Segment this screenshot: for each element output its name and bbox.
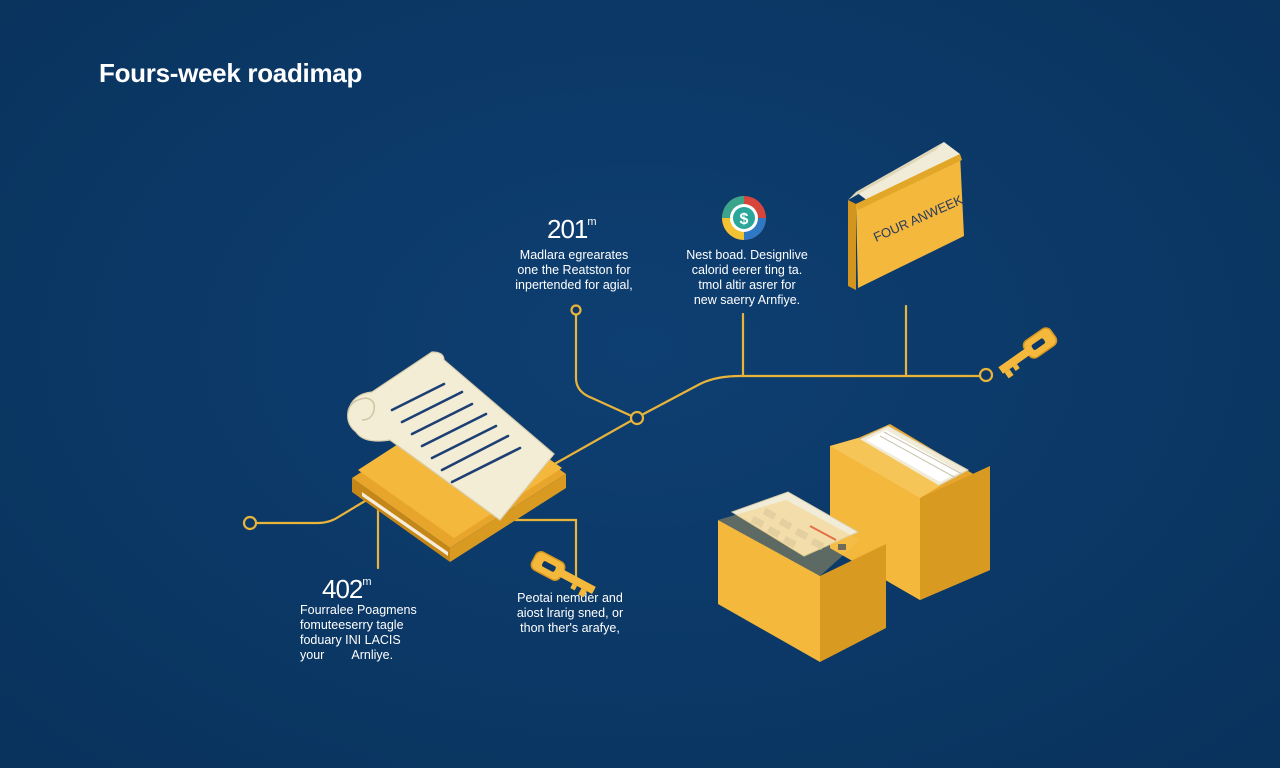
filing-box-front bbox=[718, 491, 886, 662]
dollar-symbol: $ bbox=[740, 211, 749, 228]
timeline-node-top bbox=[570, 304, 582, 316]
timeline-branch-left bbox=[248, 496, 372, 525]
timeline-node-end bbox=[978, 367, 994, 383]
timeline-node-junction bbox=[629, 410, 645, 426]
timeline-node-left bbox=[242, 515, 258, 531]
folder-document-icon bbox=[347, 351, 566, 562]
timeline-branch-1 bbox=[574, 312, 638, 420]
milestone-3-description: Fourralee Poagmens fomuteeserry tagle fo… bbox=[300, 603, 417, 662]
timeline-main-path bbox=[510, 374, 986, 490]
milestone-1-description: Madlara egrearates one the Reatston for … bbox=[515, 248, 633, 292]
book-icon: FOUR ANWEEK bbox=[848, 142, 965, 290]
milestone-2-description: Nest boad. Designlive calorid eerer ting… bbox=[686, 248, 808, 307]
milestone-1-year: 201m bbox=[547, 214, 597, 244]
dollar-coin-icon: $ bbox=[722, 196, 766, 240]
key-icon-top bbox=[998, 327, 1058, 379]
milestone-3-year: 402m bbox=[322, 574, 372, 604]
page-title: Fours-week roadimap bbox=[99, 58, 363, 88]
key-icon-bottom bbox=[530, 551, 596, 598]
milestone-4-description: Peotai nemder and aiost lrarig sned, or … bbox=[516, 591, 624, 635]
